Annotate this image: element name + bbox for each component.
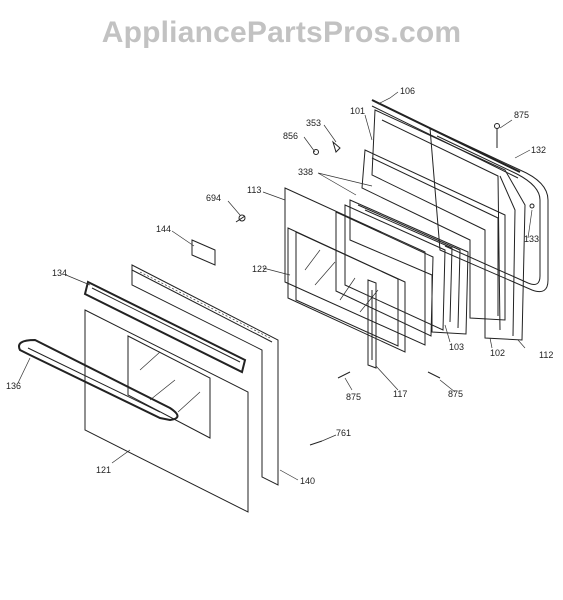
leader-lines (17, 91, 533, 481)
screw-761-icon (309, 440, 323, 446)
screw-875-left-icon (337, 371, 351, 379)
part-140-door-frame (131, 264, 279, 486)
screw-353-icon (332, 140, 341, 153)
screw-694-icon (235, 214, 246, 223)
label-133: 133 (524, 234, 539, 244)
label-694: 694 (206, 193, 221, 203)
clip-133-icon (529, 203, 535, 209)
label-101: 101 (350, 106, 365, 116)
label-102: 102 (490, 348, 505, 358)
label-121: 121 (96, 465, 111, 475)
part-122-window-glass (287, 227, 406, 353)
part-144-bracket (191, 239, 216, 266)
part-338-glass-panels (335, 204, 446, 337)
part-134-top-trim (83, 280, 247, 374)
screw-856-icon (313, 149, 319, 155)
screw-875-top-icon (494, 123, 500, 148)
label-103: 103 (449, 342, 464, 352)
part-106-top-bar (371, 99, 521, 179)
part-117-hinge-channel (367, 279, 377, 369)
part-101-inner-frame (361, 149, 506, 321)
screw-875-right-icon (427, 371, 441, 379)
label-122: 122 (252, 264, 267, 274)
label-761: 761 (336, 428, 351, 438)
label-132: 132 (531, 145, 546, 155)
part-136-door-handle (18, 338, 179, 422)
label-117: 117 (393, 389, 407, 399)
label-140: 140 (300, 476, 315, 486)
label-338: 338 (298, 167, 313, 177)
label-875-top: 875 (514, 110, 529, 120)
label-136: 136 (6, 381, 21, 391)
label-875-right: 875 (448, 389, 463, 399)
part-121-outer-door (84, 309, 249, 513)
part-103-inner-glass-pack (349, 199, 469, 335)
watermark-logo: AppliancePartsPros.com (101, 16, 462, 49)
label-112: 112 (539, 350, 553, 360)
label-106: 106 (400, 86, 415, 96)
label-856: 856 (283, 131, 298, 141)
part-102-door-liner (371, 109, 526, 341)
label-144: 144 (156, 224, 171, 234)
label-113: 113 (247, 185, 261, 195)
part-113-door-panel (284, 187, 426, 346)
part-132-rear-frame (429, 127, 549, 293)
label-875-left: 875 (346, 392, 361, 402)
label-134: 134 (52, 268, 67, 278)
label-353: 353 (306, 118, 321, 128)
